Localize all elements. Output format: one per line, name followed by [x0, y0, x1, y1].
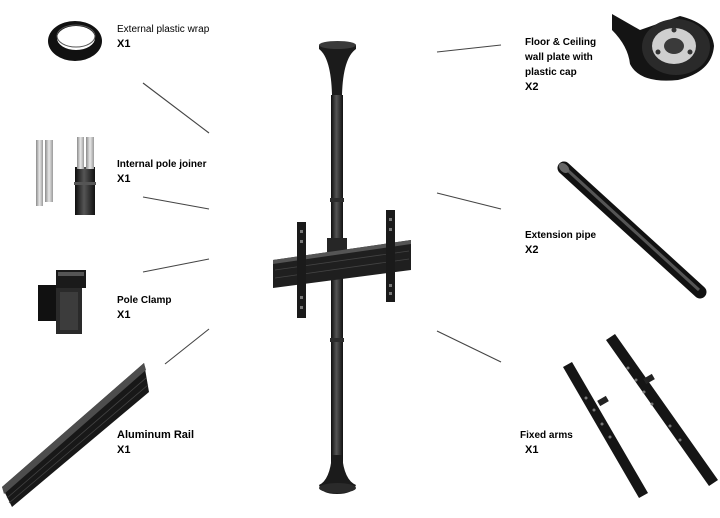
- part-quantity: X2: [525, 244, 539, 256]
- part-name: Aluminum Rail: [117, 429, 195, 441]
- extension-pipe-illustration: [557, 161, 707, 299]
- part-quantity: X2: [525, 81, 539, 93]
- pole-assembly: [273, 41, 411, 494]
- part-label-extension-pipe: Extension pipe X2: [525, 228, 596, 256]
- part-quantity: X1: [117, 173, 131, 185]
- leader-aluminum-rail: [164, 328, 210, 365]
- leader-lines: [142, 44, 502, 365]
- fixed-arms-illustration: [563, 334, 718, 498]
- aluminum-rail-illustration: [2, 363, 149, 507]
- part-label-aluminum-rail: Aluminum Rail X1: [117, 428, 194, 456]
- leader-pole-joiner: [142, 196, 210, 210]
- leader-extension-pipe: [436, 192, 502, 210]
- part-quantity: X1: [525, 444, 539, 456]
- part-quantity: X1: [117, 309, 131, 321]
- part-name: Extension pipe: [525, 230, 597, 241]
- part-name-line: wall plate with: [525, 52, 593, 63]
- part-quantity: X1: [117, 38, 131, 50]
- part-label-plastic-wrap: External plastic wrap X1: [117, 22, 209, 50]
- part-name: Internal pole joiner: [117, 159, 207, 170]
- part-name: Fixed arms: [520, 430, 573, 441]
- part-name-line: plastic cap: [525, 67, 577, 78]
- part-name: External plastic wrap: [117, 24, 210, 35]
- part-name-line: Floor & Ceiling: [525, 37, 597, 48]
- part-label-pole-clamp: Pole Clamp X1: [117, 293, 171, 321]
- leader-plastic-wrap: [142, 82, 210, 134]
- pole-clamp-illustration: [38, 270, 86, 334]
- part-name: Pole Clamp: [117, 295, 172, 306]
- part-label-fixed-arms: Fixed arms X1: [520, 428, 573, 456]
- leader-wall-plate: [436, 44, 502, 53]
- leader-pole-clamp: [142, 258, 210, 273]
- part-quantity: X1: [117, 444, 131, 456]
- leader-fixed-arms: [436, 330, 502, 363]
- part-label-pole-joiner: Internal pole joiner X1: [117, 157, 206, 185]
- pole-joiner-illustration: [36, 137, 96, 215]
- part-label-wall-plate: Floor & Ceiling wall plate with plastic …: [525, 35, 596, 93]
- plastic-wrap-illustration: [48, 21, 102, 61]
- wall-plate-illustration: [612, 14, 714, 81]
